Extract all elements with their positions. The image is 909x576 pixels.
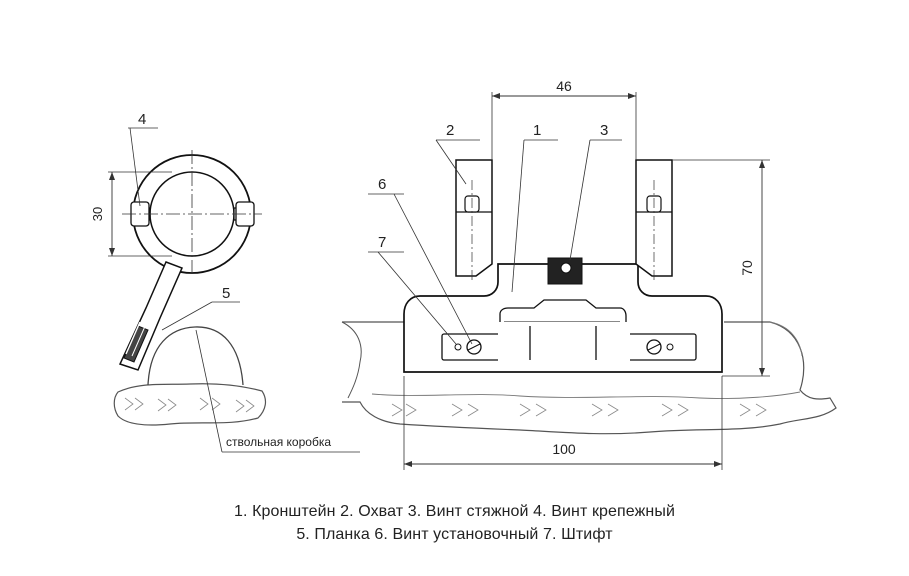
dim-width-bottom: 100 xyxy=(552,441,576,457)
rail-dome xyxy=(147,326,244,386)
callout-7: 7 xyxy=(378,234,386,251)
legend-line-2: 5. Планка 6. Винт установочный 7. Штифт xyxy=(296,526,613,543)
dim-ring-height: 30 xyxy=(90,207,105,221)
callout-1: 1 xyxy=(533,122,541,139)
clamp-left xyxy=(455,159,493,277)
dim-width-top: 46 xyxy=(556,78,572,94)
dim-height-right: 70 xyxy=(739,260,755,276)
pin-left xyxy=(454,343,462,351)
callout-5: 5 xyxy=(222,285,230,302)
pin-right xyxy=(666,343,674,351)
receiver-label: ствольная коробка xyxy=(226,435,331,449)
receiver-side-shape xyxy=(113,383,267,426)
side-view: 30 4 5 ствольная коробка xyxy=(90,111,360,453)
rail-slot xyxy=(499,299,627,326)
callout-6: 6 xyxy=(378,176,386,193)
callout-3: 3 xyxy=(600,122,608,139)
callout-4: 4 xyxy=(138,111,146,128)
callout-2: 2 xyxy=(446,122,454,139)
receiver-front-shape xyxy=(342,321,837,435)
legend-line-1: 1. Кронштейн 2. Охват 3. Винт стяжной 4.… xyxy=(233,503,676,520)
front-view: 46 70 100 2 1 3 6 7 xyxy=(341,78,837,470)
